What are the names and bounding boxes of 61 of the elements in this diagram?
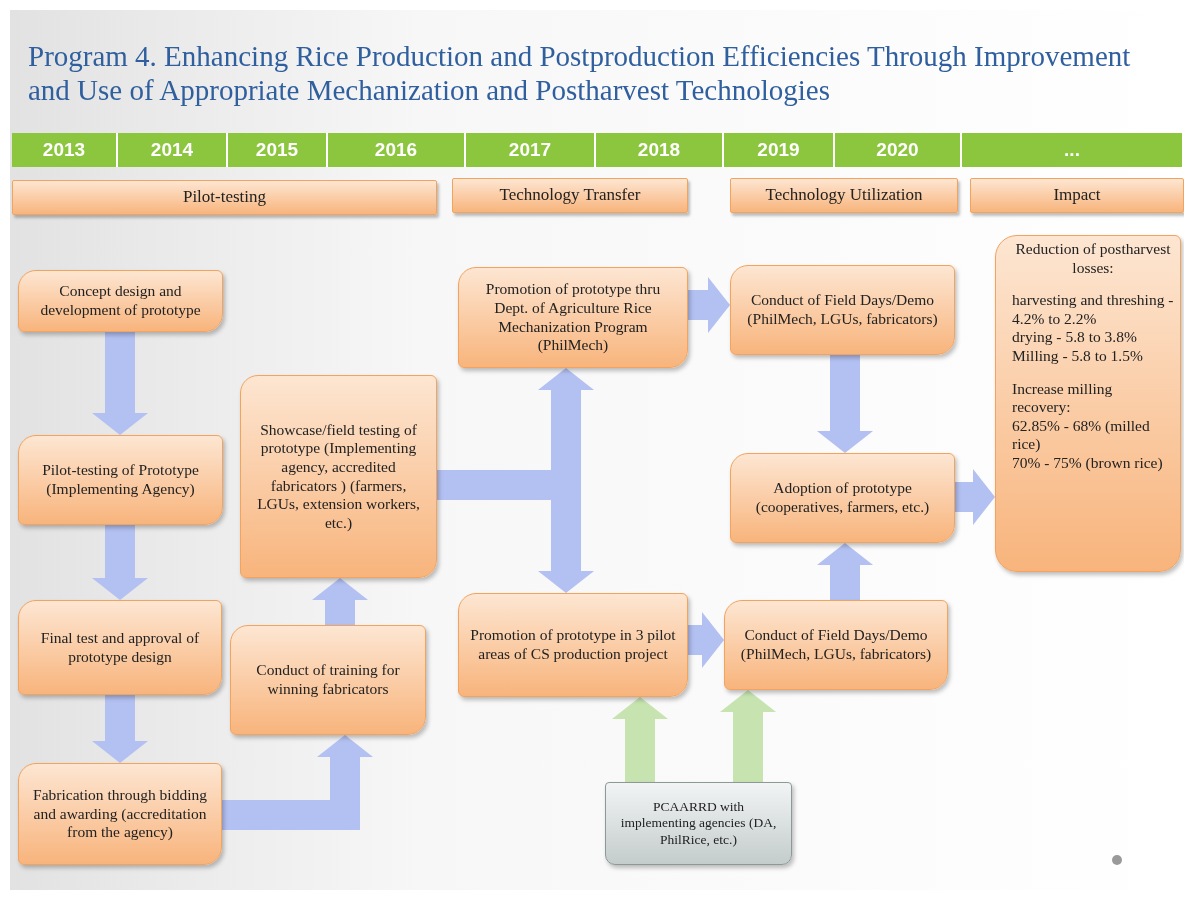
year-label: 2018 — [637, 139, 681, 161]
block-arrow — [612, 697, 668, 782]
process-box — [18, 763, 222, 865]
box-text: Promotion of prototype thru Dept. of Agriculture Rice Mechanization Program (PhilMech) — [484, 280, 662, 355]
impact-item: Milling - 5.8 to 1.5% — [1012, 346, 1144, 366]
block-arrow — [312, 578, 368, 625]
block-arrow — [92, 525, 148, 600]
slide-title: Program 4. Enhancing Rice Production and Postproduction Efficiencies Through Improvement and Use of Appropriate Mechanization and Postharvest Technologies — [28, 40, 1132, 108]
box-text: Technology Transfer — [499, 185, 641, 206]
process-box — [18, 600, 222, 695]
year-label: 2014 — [150, 139, 194, 161]
process-box — [230, 625, 426, 735]
year-label: 2015 — [255, 139, 299, 161]
year-label: 2013 — [42, 139, 86, 161]
box-text: Conduct of Field Days/Demo (PhilMech, LGUs, fabricators) — [739, 626, 933, 664]
process-box — [18, 435, 223, 525]
process-box — [724, 600, 948, 690]
agency-box — [605, 782, 792, 865]
impact-heading: Increase milling recovery: — [1012, 379, 1114, 417]
impact-item: drying - 5.8 to 3.8% — [1012, 328, 1138, 347]
phase-banner — [12, 180, 437, 215]
box-text: Final test and approval of prototype design — [39, 628, 201, 667]
impact-item: 62.85% - 68% (milled rice) — [1012, 416, 1151, 454]
phase-banner — [730, 178, 958, 213]
box-text: Concept design and development of prototype — [39, 282, 202, 320]
year-label: 2020 — [876, 139, 919, 161]
box-text: Pilot-testing of Prototype (Implementing Agency) — [41, 461, 200, 499]
box-text: Promotion of prototype in 3 pilot areas of CS production project — [469, 626, 677, 664]
year-label: 2016 — [374, 139, 418, 161]
box-text: Pilot-testing — [182, 187, 267, 208]
block-arrow — [817, 355, 873, 453]
box-text: Conduct of Field Days/Demo (PhilMech, LGUs, fabricators) — [746, 291, 939, 329]
process-box — [458, 267, 688, 368]
box-text: Fabrication through bidding and awarding (accreditation from the agency) — [32, 786, 208, 842]
box-text: Conduct of training for winning fabricators — [255, 661, 401, 699]
block-arrow — [720, 690, 776, 782]
process-box — [730, 265, 955, 355]
year-label: 2017 — [508, 139, 552, 161]
process-box — [240, 375, 437, 578]
process-box — [458, 593, 688, 697]
block-arrow — [92, 695, 148, 763]
block-arrow — [92, 332, 148, 435]
box-text: Impact — [1053, 185, 1101, 206]
box-text: Adoption of prototype (cooperatives, farmers, etc.) — [754, 479, 931, 517]
block-arrow — [222, 735, 373, 830]
phase-banner — [970, 178, 1184, 213]
box-text: PCAARRD with implementing agencies (DA, PhilRice, etc.) — [619, 799, 778, 848]
process-box — [730, 453, 955, 543]
impact-item: 70% - 75% (brown rice) — [1012, 453, 1164, 473]
block-arrow — [955, 469, 995, 525]
box-text: Technology Utilization — [765, 185, 923, 206]
block-arrow — [688, 277, 730, 333]
block-arrow — [817, 543, 873, 600]
impact-box — [995, 235, 1181, 572]
year-label: 2019 — [757, 139, 800, 161]
box-text: Showcase/field testing of prototype (Implementing agency, accredited fabricators ) (farmers, LGUs, extension workers, etc.) — [256, 420, 421, 533]
process-box — [18, 270, 223, 332]
impact-heading: Reduction of postharvest losses: — [1014, 240, 1172, 278]
phase-banner — [452, 178, 688, 213]
block-arrow — [688, 612, 724, 668]
year-label: ... — [1064, 139, 1080, 161]
